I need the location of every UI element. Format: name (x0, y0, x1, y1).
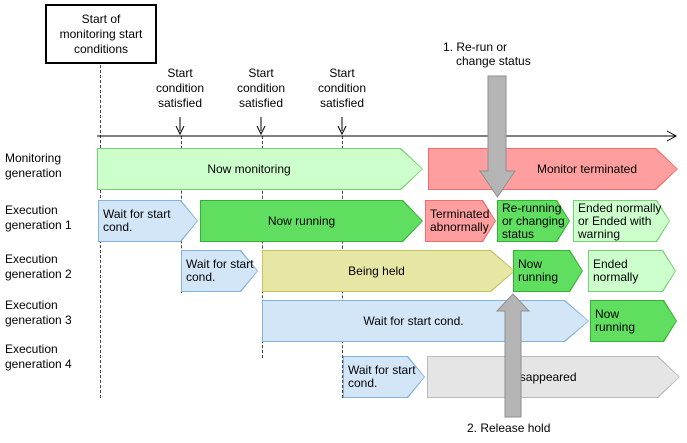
bar-ended-gen2-label: Ended normally (593, 257, 639, 284)
bar-now-running-gen1-label: Now running (267, 213, 336, 228)
bar-fill (428, 357, 679, 397)
bar-rerunning-or-changing-label: Re-running or changing status (502, 200, 565, 241)
bar-fill (263, 301, 588, 341)
bar-fill (201, 201, 422, 241)
bar-now-running-gen2: Now running (513, 250, 583, 292)
row-label-monitoring-generation: Monitoring generation (5, 151, 62, 180)
bar-ended-gen1-label: Ended normally or Ended with warning (578, 200, 662, 241)
bar-terminated-abnormally: Terminated abnormally (425, 200, 496, 242)
bar-wait-gen2: Wait for start cond. (181, 250, 258, 292)
condition-satisfied-label-3: Start condition satisfied (317, 66, 367, 110)
bar-now-running-gen1: Now running (200, 200, 423, 242)
bar-wait-gen3-label: Wait for start cond. (363, 313, 464, 328)
bar-monitor-terminated: Monitor terminated (428, 148, 678, 190)
row-label-execution-generation-3: Execution generation 3 (5, 298, 72, 327)
bar-now-running-gen3: Now running (590, 300, 677, 342)
bar-wait-gen4: Wait for start cond. (343, 356, 425, 398)
condition-satisfied-label-2: Start condition satisfied (236, 66, 286, 110)
bar-being-held-label: Being held (348, 263, 405, 278)
start-conditions-box: Start of monitoring start conditions (45, 4, 157, 64)
row-label-execution-generation-2: Execution generation 2 (5, 252, 72, 281)
bar-fill (182, 251, 257, 291)
bar-now-running-gen2-label: Now running (518, 257, 559, 284)
bar-fill (344, 357, 424, 397)
bar-now-running-gen3-label: Now running (595, 307, 636, 334)
bar-fill (98, 149, 422, 189)
bar-fill (426, 201, 495, 241)
timeline-axis-arrow (97, 130, 678, 142)
condition-arrow-2-icon (256, 117, 266, 136)
bar-wait-gen1: Wait for start cond. (98, 200, 198, 242)
bar-now-monitoring-label: Now monitoring (207, 161, 291, 176)
bar-fill (591, 301, 676, 341)
bar-wait-gen2-label: Wait for start cond. (186, 257, 254, 284)
bar-being-held: Being held (262, 250, 515, 292)
annotation-rerun-line1: 1. Re-run or (443, 40, 508, 54)
bar-ended-gen2: Ended normally (588, 250, 676, 292)
bar-fill (429, 149, 677, 189)
condition-arrow-1-icon (175, 117, 185, 136)
row-label-execution-generation-4: Execution generation 4 (5, 342, 72, 371)
bar-fill (589, 251, 675, 291)
bar-wait-gen4-label: Wait for start cond. (348, 363, 416, 390)
condition-arrow-3-icon (337, 117, 347, 136)
guide-line-condition-2 (262, 136, 263, 358)
bar-wait-gen3: Wait for start cond. (262, 300, 589, 342)
annotation-rerun: 1. Re-run or change status (443, 40, 531, 68)
annotation-rerun-line2: change status (456, 54, 531, 68)
bar-wait-gen1-label: Wait for start cond. (103, 207, 171, 234)
bar-now-monitoring: Now monitoring (97, 148, 423, 190)
bar-fill (514, 251, 582, 291)
bar-rerunning-or-changing: Re-running or changing status (497, 200, 570, 242)
bar-fill (99, 201, 197, 241)
bar-fill (574, 201, 669, 241)
condition-satisfied-label-1: Start condition satisfied (155, 66, 205, 110)
bar-disappeared: Disappeared (427, 356, 680, 398)
bar-fill (498, 201, 569, 241)
annotation-release-hold: 2. Release hold (467, 421, 551, 435)
bar-disappeared-label: Disappeared (508, 369, 577, 384)
bar-terminated-abnormally-label: Terminated abnormally (430, 207, 490, 234)
bar-ended-gen1: Ended normally or Ended with warning (573, 200, 670, 242)
bar-fill (263, 251, 514, 291)
row-label-execution-generation-1: Execution generation 1 (5, 203, 72, 232)
bar-monitor-terminated-label: Monitor terminated (536, 161, 638, 176)
start-conditions-box-label: Start of monitoring start conditions (59, 11, 143, 56)
